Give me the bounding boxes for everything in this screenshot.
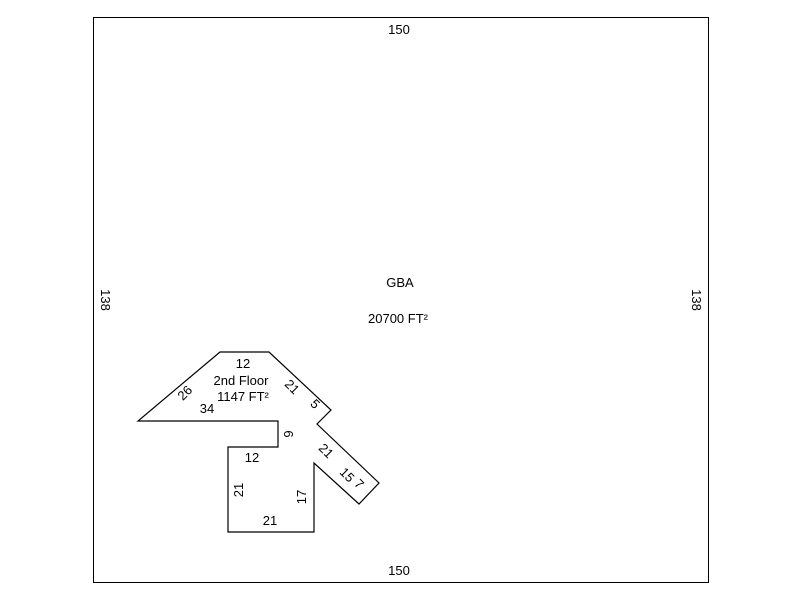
lot-label: GBA [386, 275, 414, 290]
dim-right: 17 [294, 490, 309, 504]
lot-top-dimension: 150 [388, 22, 410, 37]
floor-name: 2nd Floor [214, 373, 270, 388]
dim-step: 6 [281, 430, 296, 437]
dim-left: 21 [231, 483, 246, 497]
lot-left-dimension: 138 [98, 289, 113, 311]
lot-area: 20700 FT² [368, 311, 429, 326]
floor-area: 1147 FT² [217, 389, 269, 404]
dim-inner-top: 12 [245, 450, 259, 465]
dim-top: 12 [236, 356, 250, 371]
lot-bottom-dimension: 150 [388, 563, 410, 578]
lot-right-dimension: 138 [689, 289, 704, 311]
lot-boundary [93, 17, 709, 583]
dim-bottom: 21 [263, 513, 277, 528]
floor-outline [136, 351, 380, 533]
dim-inner-left: 34 [200, 401, 214, 416]
